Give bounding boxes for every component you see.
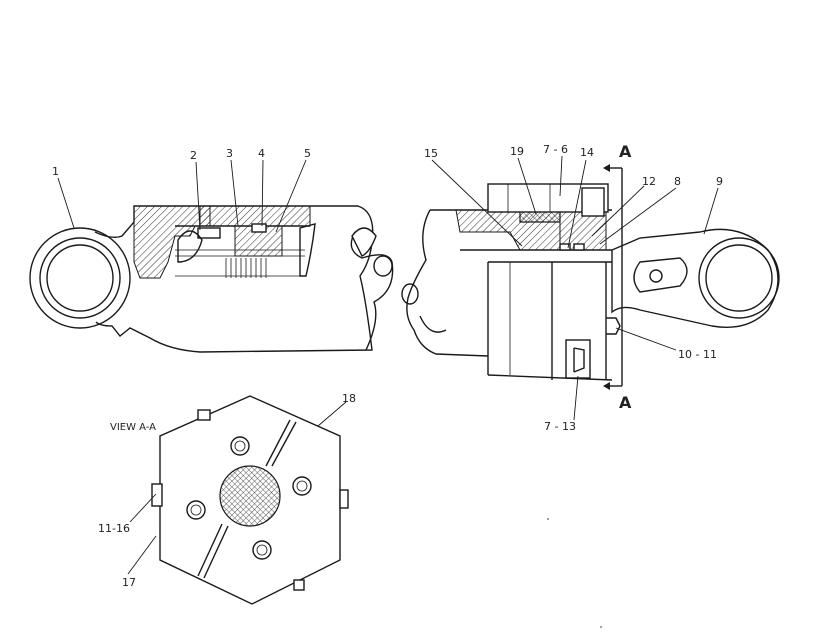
callout-8: 8 — [674, 175, 681, 188]
head-eye-outer — [29, 227, 131, 329]
rod-center-section — [219, 465, 281, 527]
rod-end-eye — [611, 228, 779, 328]
callout-7-13: 7 - 13 — [544, 420, 576, 433]
callout-2: 2 — [190, 149, 197, 162]
section-mark-top: A — [619, 142, 632, 161]
callout-3: 3 — [226, 147, 233, 160]
callout-17: 17 — [122, 576, 136, 589]
callout-18: 18 — [342, 392, 356, 405]
callout-5: 5 — [304, 147, 311, 160]
callout-19: 19 — [510, 145, 524, 158]
view-a-a — [151, 395, 349, 605]
callout-labels: 1 2 3 4 5 15 19 7 - 6 14 12 8 9 10 - 11 … — [52, 142, 723, 589]
callout-1: 1 — [52, 165, 59, 178]
section-mark-bottom: A — [619, 393, 632, 412]
callout-4: 4 — [258, 147, 265, 160]
head-end-assembly — [29, 205, 394, 353]
rod-end-assembly — [401, 164, 780, 390]
callout-10-11: 10 - 11 — [678, 348, 717, 361]
head-eye-bore — [46, 244, 114, 312]
callout-14: 14 — [580, 146, 594, 159]
head-gland-section — [133, 205, 211, 279]
callout-9: 9 — [716, 175, 723, 188]
leader-lines — [57, 155, 719, 575]
view-label: VIEW A-A — [110, 422, 156, 433]
callout-11-16: 11-16 — [98, 522, 130, 535]
callout-7-6: 7 - 6 — [543, 143, 568, 156]
head-eye-ring — [39, 237, 121, 319]
callout-12: 12 — [642, 175, 656, 188]
callout-15: 15 — [424, 147, 438, 160]
rod-breakout-left — [350, 231, 394, 351]
